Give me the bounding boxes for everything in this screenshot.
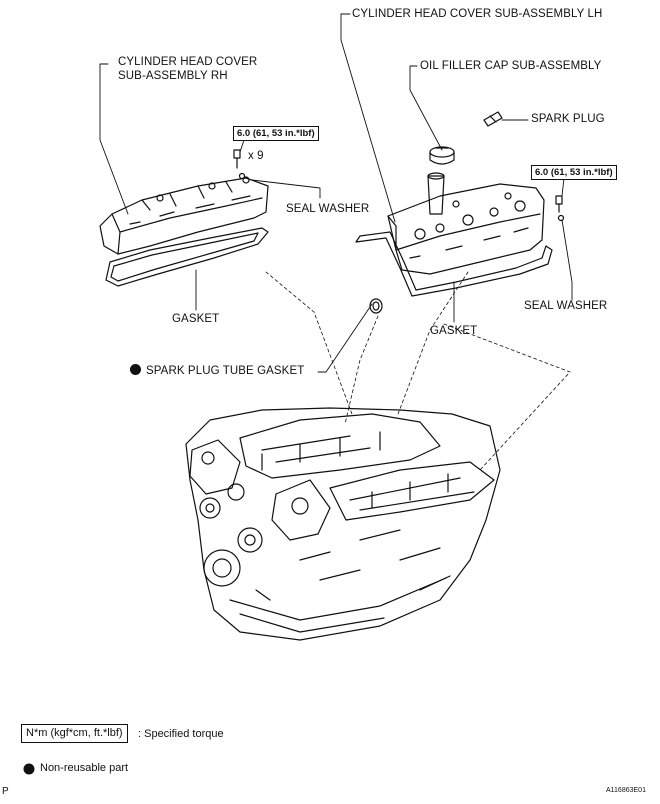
- legend-non-reusable-text: Non-reusable part: [40, 762, 129, 774]
- label-gasket-lh: GASKET: [430, 325, 478, 337]
- label-cylinder-head-cover-rh-line2: SUB-ASSEMBLY RH: [118, 70, 228, 82]
- cylinder-head-cover-rh-drawing: [99, 149, 269, 255]
- torque-spec-rh: 6.0 (61, 53 in.*lbf): [233, 126, 319, 141]
- spark-plug-tube-gasket-drawing: [369, 298, 383, 314]
- spark-plug-tube-gasket-text: SPARK PLUG TUBE GASKET: [146, 365, 305, 377]
- label-seal-washer-lh: SEAL WASHER: [524, 300, 608, 312]
- leader-lines: [99, 13, 573, 373]
- label-gasket-rh: GASKET: [172, 313, 220, 325]
- label-spark-plug-tube-gasket: SPARK PLUG TUBE GASKET: [130, 364, 304, 378]
- assembly-dashed-lines: [265, 271, 571, 471]
- non-reusable-dot-icon: [130, 364, 141, 375]
- legend-torque-unit-box: N*m (kgf*cm, ft.*lbf): [21, 724, 128, 743]
- torque-spec-lh: 6.0 (61, 53 in.*lbf): [531, 165, 617, 180]
- gasket-rh-drawing: [105, 227, 269, 287]
- label-bolt-count: x 9: [248, 150, 264, 162]
- spark-plug-drawing: [483, 111, 503, 127]
- legend-non-reusable-dot: [23, 763, 35, 775]
- gasket-lh-drawing: [355, 231, 553, 297]
- engine-block-drawing: [185, 407, 501, 641]
- legend-torque-unit-desc: : Specified torque: [138, 728, 224, 740]
- figure-id: A116863E01: [606, 787, 646, 794]
- label-oil-filler-cap: OIL FILLER CAP SUB-ASSEMBLY: [420, 60, 602, 72]
- corner-letter: P: [2, 786, 9, 797]
- label-seal-washer-rh: SEAL WASHER: [286, 203, 370, 215]
- label-spark-plug: SPARK PLUG: [531, 113, 605, 125]
- label-cylinder-head-cover-lh: CYLINDER HEAD COVER SUB-ASSEMBLY LH: [352, 8, 603, 20]
- cylinder-head-cover-lh-drawing: [387, 172, 565, 275]
- label-cylinder-head-cover-rh-line1: CYLINDER HEAD COVER: [118, 56, 258, 68]
- oil-filler-cap-drawing: [429, 146, 455, 165]
